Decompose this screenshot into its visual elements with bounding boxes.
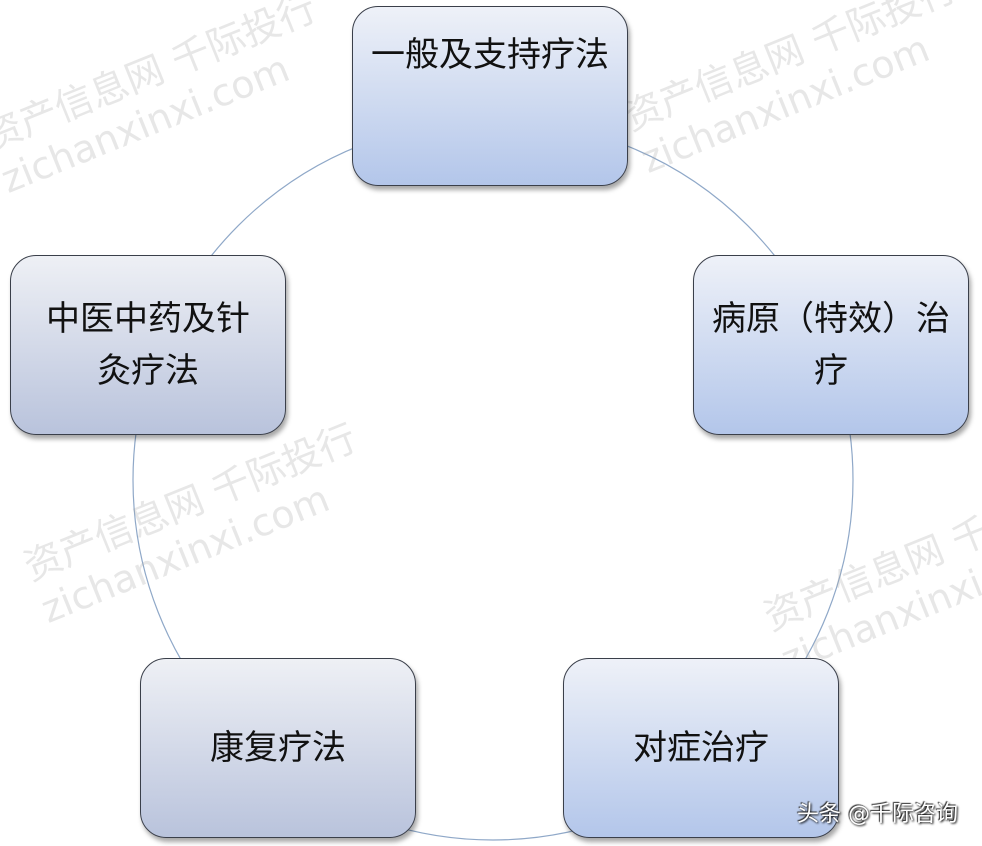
source-credit: 头条 @千际咨询 [797, 802, 958, 827]
node-label: 对症治疗 [633, 728, 769, 768]
node-label: 一般及支持疗法 [371, 35, 609, 75]
node-symptomatic: 对症治疗 [563, 658, 839, 838]
node-label: 中医中药及针灸疗法 [46, 299, 250, 391]
node-rehabilitation: 康复疗法 [140, 658, 416, 838]
node-etiological: 病原（特效）治疗 [693, 255, 969, 435]
node-general-supportive: 一般及支持疗法 [352, 6, 628, 186]
node-label: 病原（特效）治疗 [712, 299, 950, 391]
node-label: 康复疗法 [210, 728, 346, 768]
node-tcm-acupuncture: 中医中药及针灸疗法 [10, 255, 286, 435]
